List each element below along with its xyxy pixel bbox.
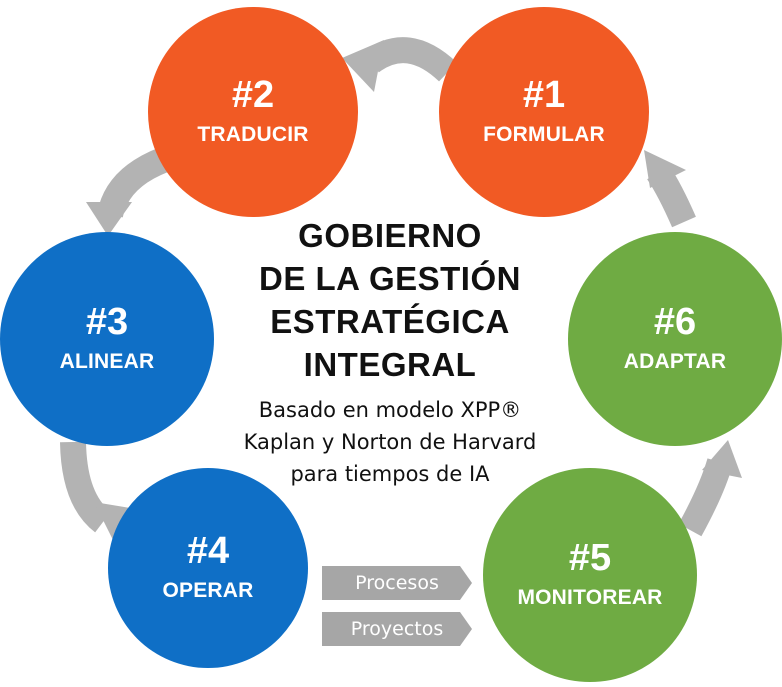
step-formular: #1 FORMULAR: [439, 7, 649, 217]
step-traducir: #2 TRADUCIR: [148, 7, 358, 217]
step-number: #5: [568, 537, 612, 580]
diagram-subtitle: Basado en modelo XPP® Kaplan y Norton de…: [190, 394, 590, 490]
step-alinear: #3 ALINEAR: [0, 232, 214, 446]
step-label: OPERAR: [162, 579, 254, 603]
step-number: #4: [186, 530, 230, 573]
step-label: ALINEAR: [59, 350, 155, 374]
step-number: #6: [653, 301, 697, 344]
step-label: MONITOREAR: [517, 586, 663, 610]
arrowhead-monitorear-to-adaptar: [702, 440, 742, 478]
tag-proyectos: Proyectos: [322, 612, 472, 646]
title-line: INTEGRAL: [303, 346, 477, 383]
step-number: #3: [85, 301, 129, 344]
step-monitorear: #5 MONITOREAR: [483, 468, 697, 682]
tag-arrow-shape: [322, 612, 472, 646]
subtitle-line: Basado en modelo XPP®: [258, 398, 522, 422]
step-label: FORMULAR: [483, 123, 605, 147]
title-line: DE LA GESTIÓN: [259, 260, 521, 297]
tag-label: Procesos: [355, 572, 439, 594]
diagram-title: GOBIERNO DE LA GESTIÓN ESTRATÉGICA INTEG…: [190, 214, 590, 386]
arrow-formular-to-traducir: [363, 37, 457, 82]
title-line: GOBIERNO: [298, 217, 482, 254]
arrowhead-traducir-to-alinear: [86, 202, 132, 236]
subtitle-line: para tiempos de IA: [290, 462, 490, 486]
step-label: ADAPTAR: [623, 350, 727, 374]
tag-arrow-shape: [322, 566, 472, 600]
step-label: TRADUCIR: [197, 123, 309, 147]
tag-label: Proyectos: [350, 618, 444, 640]
step-number: #2: [231, 74, 275, 117]
tag-procesos: Procesos: [322, 566, 472, 600]
title-line: ESTRATÉGICA: [270, 303, 510, 340]
step-number: #1: [522, 74, 566, 117]
arrowhead-adaptar-to-formular: [644, 150, 686, 188]
arrowhead-formular-to-traducir: [342, 40, 384, 92]
step-operar: #4 OPERAR: [108, 468, 308, 668]
step-adaptar: #6 ADAPTAR: [568, 232, 782, 446]
arrow-alinear-to-operar: [60, 441, 112, 533]
subtitle-line: Kaplan y Norton de Harvard: [243, 430, 537, 454]
center-title-block: GOBIERNO DE LA GESTIÓN ESTRATÉGICA INTEG…: [190, 214, 590, 490]
arrowhead-alinear-to-operar: [94, 502, 130, 546]
